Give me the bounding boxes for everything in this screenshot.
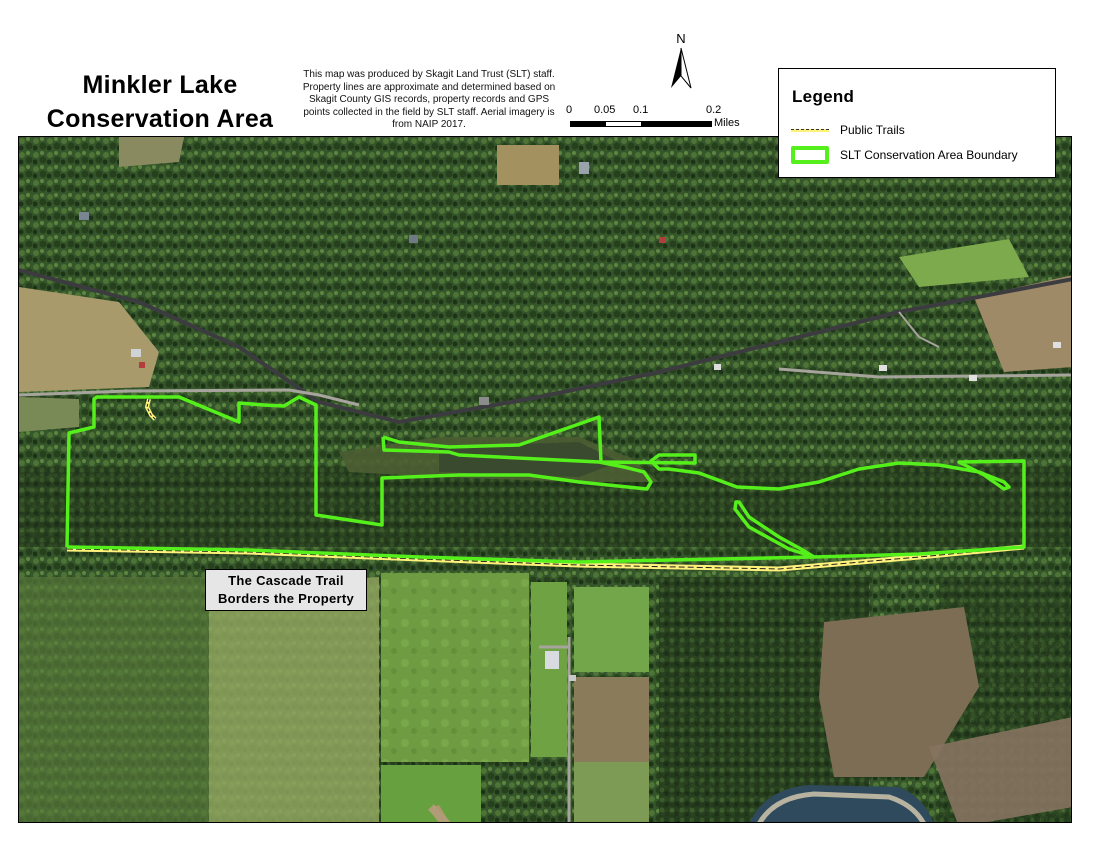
building [1053, 342, 1061, 348]
legend-item-label: SLT Conservation Area Boundary [840, 148, 1018, 162]
map-canvas [19, 137, 1071, 822]
public-trail-centerline [66, 546, 1025, 570]
pasture [574, 677, 649, 762]
building [579, 162, 589, 174]
building [659, 237, 666, 243]
map-title-line2: Conservation Area [46, 105, 274, 133]
legend-title: Legend [792, 87, 855, 106]
wetland [929, 717, 1071, 822]
legend-item-label: Public Trails [840, 123, 905, 137]
scale-tick-3: 0.2 [706, 104, 722, 116]
field [974, 275, 1071, 372]
building [479, 397, 489, 405]
scale-unit: Miles [714, 117, 740, 129]
scale-tick-1: 0.05 [594, 104, 616, 116]
map-credits: This map was produced by Skagit Land Tru… [302, 69, 556, 130]
cascade-trail-callout: The Cascade Trail Borders the Property [205, 569, 367, 611]
building [714, 364, 721, 370]
field [119, 137, 184, 167]
legend-item-boundary: SLT Conservation Area Boundary [791, 146, 1018, 164]
north-arrow-icon [671, 47, 692, 89]
building [879, 365, 887, 371]
building [131, 349, 141, 357]
field [899, 239, 1029, 287]
road [19, 388, 360, 407]
map-title-line1: Minkler Lake [82, 71, 238, 99]
trail-line-icon [791, 121, 831, 139]
scale-tick-0: 0 [566, 104, 573, 116]
pasture [381, 765, 481, 822]
pasture [574, 762, 649, 822]
scale-segment [641, 121, 712, 127]
road [898, 311, 940, 348]
scale-tick-2: 0.1 [633, 104, 649, 116]
wetland [819, 607, 979, 777]
river [749, 785, 934, 822]
railway [19, 268, 1071, 425]
building [969, 375, 977, 381]
field [19, 287, 159, 392]
legend-item-public-trails: Public Trails [791, 121, 905, 139]
building [79, 212, 89, 220]
north-label: N [676, 31, 686, 46]
river-bank [757, 791, 926, 822]
field [497, 145, 559, 185]
building [545, 651, 559, 669]
callout-line2: Borders the Property [217, 591, 355, 606]
north-arrow: N [667, 32, 695, 92]
field [19, 397, 79, 432]
field [19, 577, 209, 822]
map-title: Minkler Lake Conservation Area [26, 68, 294, 136]
building [139, 362, 145, 368]
scale-segment [606, 121, 641, 127]
dirt-path [428, 804, 451, 822]
public-trail-spur-centerline [146, 398, 156, 420]
building [569, 675, 576, 681]
conservation-boundary[interactable] [65, 395, 1026, 564]
scale-segment [570, 121, 606, 127]
scale-bar: 0 0.05 0.1 0.2 Miles [566, 104, 766, 130]
road [778, 367, 1071, 379]
field [209, 577, 379, 822]
pasture [574, 587, 649, 672]
boundary-outline-icon [791, 146, 831, 164]
aerial-map[interactable] [18, 136, 1072, 823]
pasture [381, 573, 529, 762]
pasture [531, 582, 567, 757]
callout-line1: The Cascade Trail [228, 573, 344, 588]
legend: Legend Public Trails SLT Conservation Ar… [778, 68, 1056, 178]
building [409, 235, 418, 243]
